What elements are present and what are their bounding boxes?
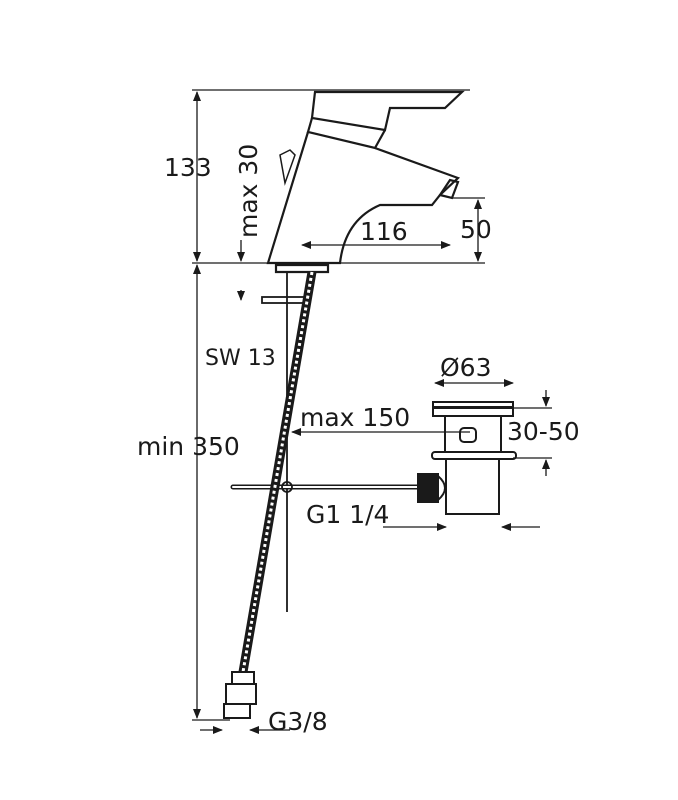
aerator xyxy=(438,178,460,200)
spout-reach-label: 116 xyxy=(360,217,408,246)
height-label: 133 xyxy=(164,153,212,182)
waste-flange xyxy=(431,451,517,460)
rod-reach-label: max 150 xyxy=(300,403,411,432)
rod-clamp xyxy=(281,481,293,493)
faucet-spout xyxy=(266,131,461,265)
waste-thread-label: G1 1/4 xyxy=(306,500,390,529)
supply-hose xyxy=(223,271,317,719)
faucet-base xyxy=(274,263,330,274)
rod-nut xyxy=(417,473,439,503)
pop-up-waste xyxy=(417,401,517,515)
pop-up-knob xyxy=(279,149,296,186)
waste-range-label: 30-50 xyxy=(507,417,580,446)
inlet-thread-label: G3/8 xyxy=(268,707,328,736)
wrench-size-label: SW 13 xyxy=(205,346,276,371)
spout-height-label: 50 xyxy=(460,215,492,244)
max-deck-label: max 30 xyxy=(234,143,263,238)
waste-plug xyxy=(432,401,514,408)
faucet-lever xyxy=(310,90,465,132)
mounting-parts xyxy=(230,272,421,612)
mounting-nut xyxy=(261,296,305,304)
dimension-lines xyxy=(193,91,552,734)
hose-nut xyxy=(225,683,257,705)
hose-length-label: min 350 xyxy=(137,432,240,461)
waste-body xyxy=(444,415,502,453)
waste-diameter-label: Ø63 xyxy=(440,353,492,382)
hose-fitting xyxy=(231,671,255,685)
faucet-body xyxy=(266,90,465,274)
